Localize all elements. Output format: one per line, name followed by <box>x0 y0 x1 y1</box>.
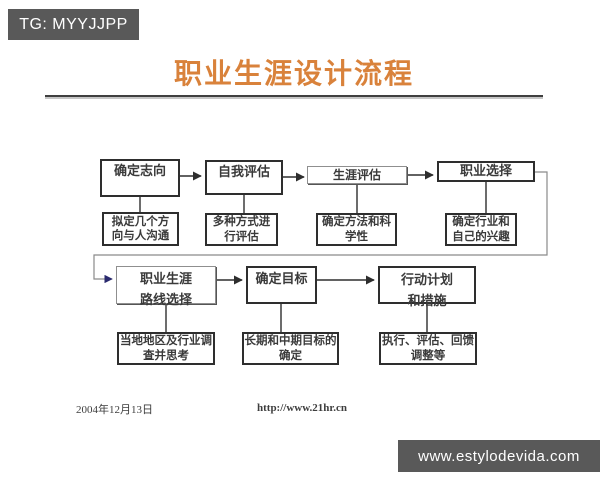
flow-subnode-line1: 确定方法和科 <box>322 216 391 229</box>
flow-subnode-line1: 多种方式进 <box>212 216 271 229</box>
flow-subnode-local-research: 当地地区及行业调 查并思考 <box>117 332 215 365</box>
tg-badge-text: TG: MYYJJPP <box>19 15 128 33</box>
watermark-bar: www.estylodevida.com <box>398 440 600 472</box>
flow-node-action-plan: 行动计划 和措施 <box>378 266 476 308</box>
flow-subnode-line1: 长期和中期目标的 <box>244 335 337 348</box>
flow-subnode-long-mid-goals: 长期和中期目标的 确定 <box>242 332 339 365</box>
flow-subnode-method-science: 确定方法和科 学性 <box>316 213 397 246</box>
flow-node-self-assessment: 自我评估 <box>205 160 283 195</box>
flow-subnode-line2: 查并思考 <box>143 349 189 362</box>
flow-subnode-industry-interest: 确定行业和 自己的兴趣 <box>445 213 517 246</box>
title-underline <box>45 95 543 97</box>
flow-subnode-line1: 确定行业和 <box>452 216 510 229</box>
flow-node-line1: 职业生涯 <box>139 271 192 286</box>
flow-subnode-line2: 自己的兴趣 <box>452 230 510 243</box>
flow-node-label: 自我评估 <box>217 164 270 179</box>
tg-badge: TG: MYYJJPP <box>8 9 139 40</box>
flow-subnode-line1: 执行、评估、回馈 <box>382 335 474 348</box>
footer-url: http://www.21hr.cn <box>257 402 348 414</box>
flow-subnode-line2: 向与人沟通 <box>111 230 170 242</box>
watermark-text: www.estylodevida.com <box>418 447 580 465</box>
flow-subnode-execute-feedback: 执行、评估、回馈 调整等 <box>379 332 477 365</box>
page-title: 职业生涯设计流程 <box>173 59 414 90</box>
flow-subnode-line2: 确定 <box>279 349 302 362</box>
flow-subnode-draft-directions: 拟定几个方 向与人沟通 <box>102 212 179 246</box>
flow-subnode-line2: 调整等 <box>410 349 446 362</box>
flow-node-line1: 行动计划 <box>400 272 453 287</box>
flow-subnode-multiple-methods: 多种方式进 行评估 <box>205 213 278 246</box>
flow-node-set-goals: 确定目标 <box>246 266 317 304</box>
flow-node-career-evaluation: 生涯评估 <box>307 166 407 184</box>
flow-node-line2: 和措施 <box>407 293 447 309</box>
flow-subnode-line2: 学性 <box>345 230 368 243</box>
flow-node-label: 生涯评估 <box>332 167 381 182</box>
flow-node-label: 确定目标 <box>255 271 308 286</box>
flow-node-label: 确定志向 <box>113 163 166 178</box>
flow-subnode-line1: 拟定几个方 <box>111 215 170 228</box>
flow-node-set-aspiration: 确定志向 <box>100 159 180 197</box>
flow-subnode-line2: 行评估 <box>224 230 259 243</box>
flow-node-line2: 路线选择 <box>139 292 192 308</box>
flow-node-label: 职业选择 <box>459 163 512 179</box>
flow-node-career-choice: 职业选择 <box>437 161 535 182</box>
flow-subnode-line1: 当地地区及行业调 <box>120 335 212 348</box>
flow-node-career-path-choice: 职业生涯 路线选择 <box>116 266 216 307</box>
footer-date: 2004年12月13日 <box>76 404 153 416</box>
